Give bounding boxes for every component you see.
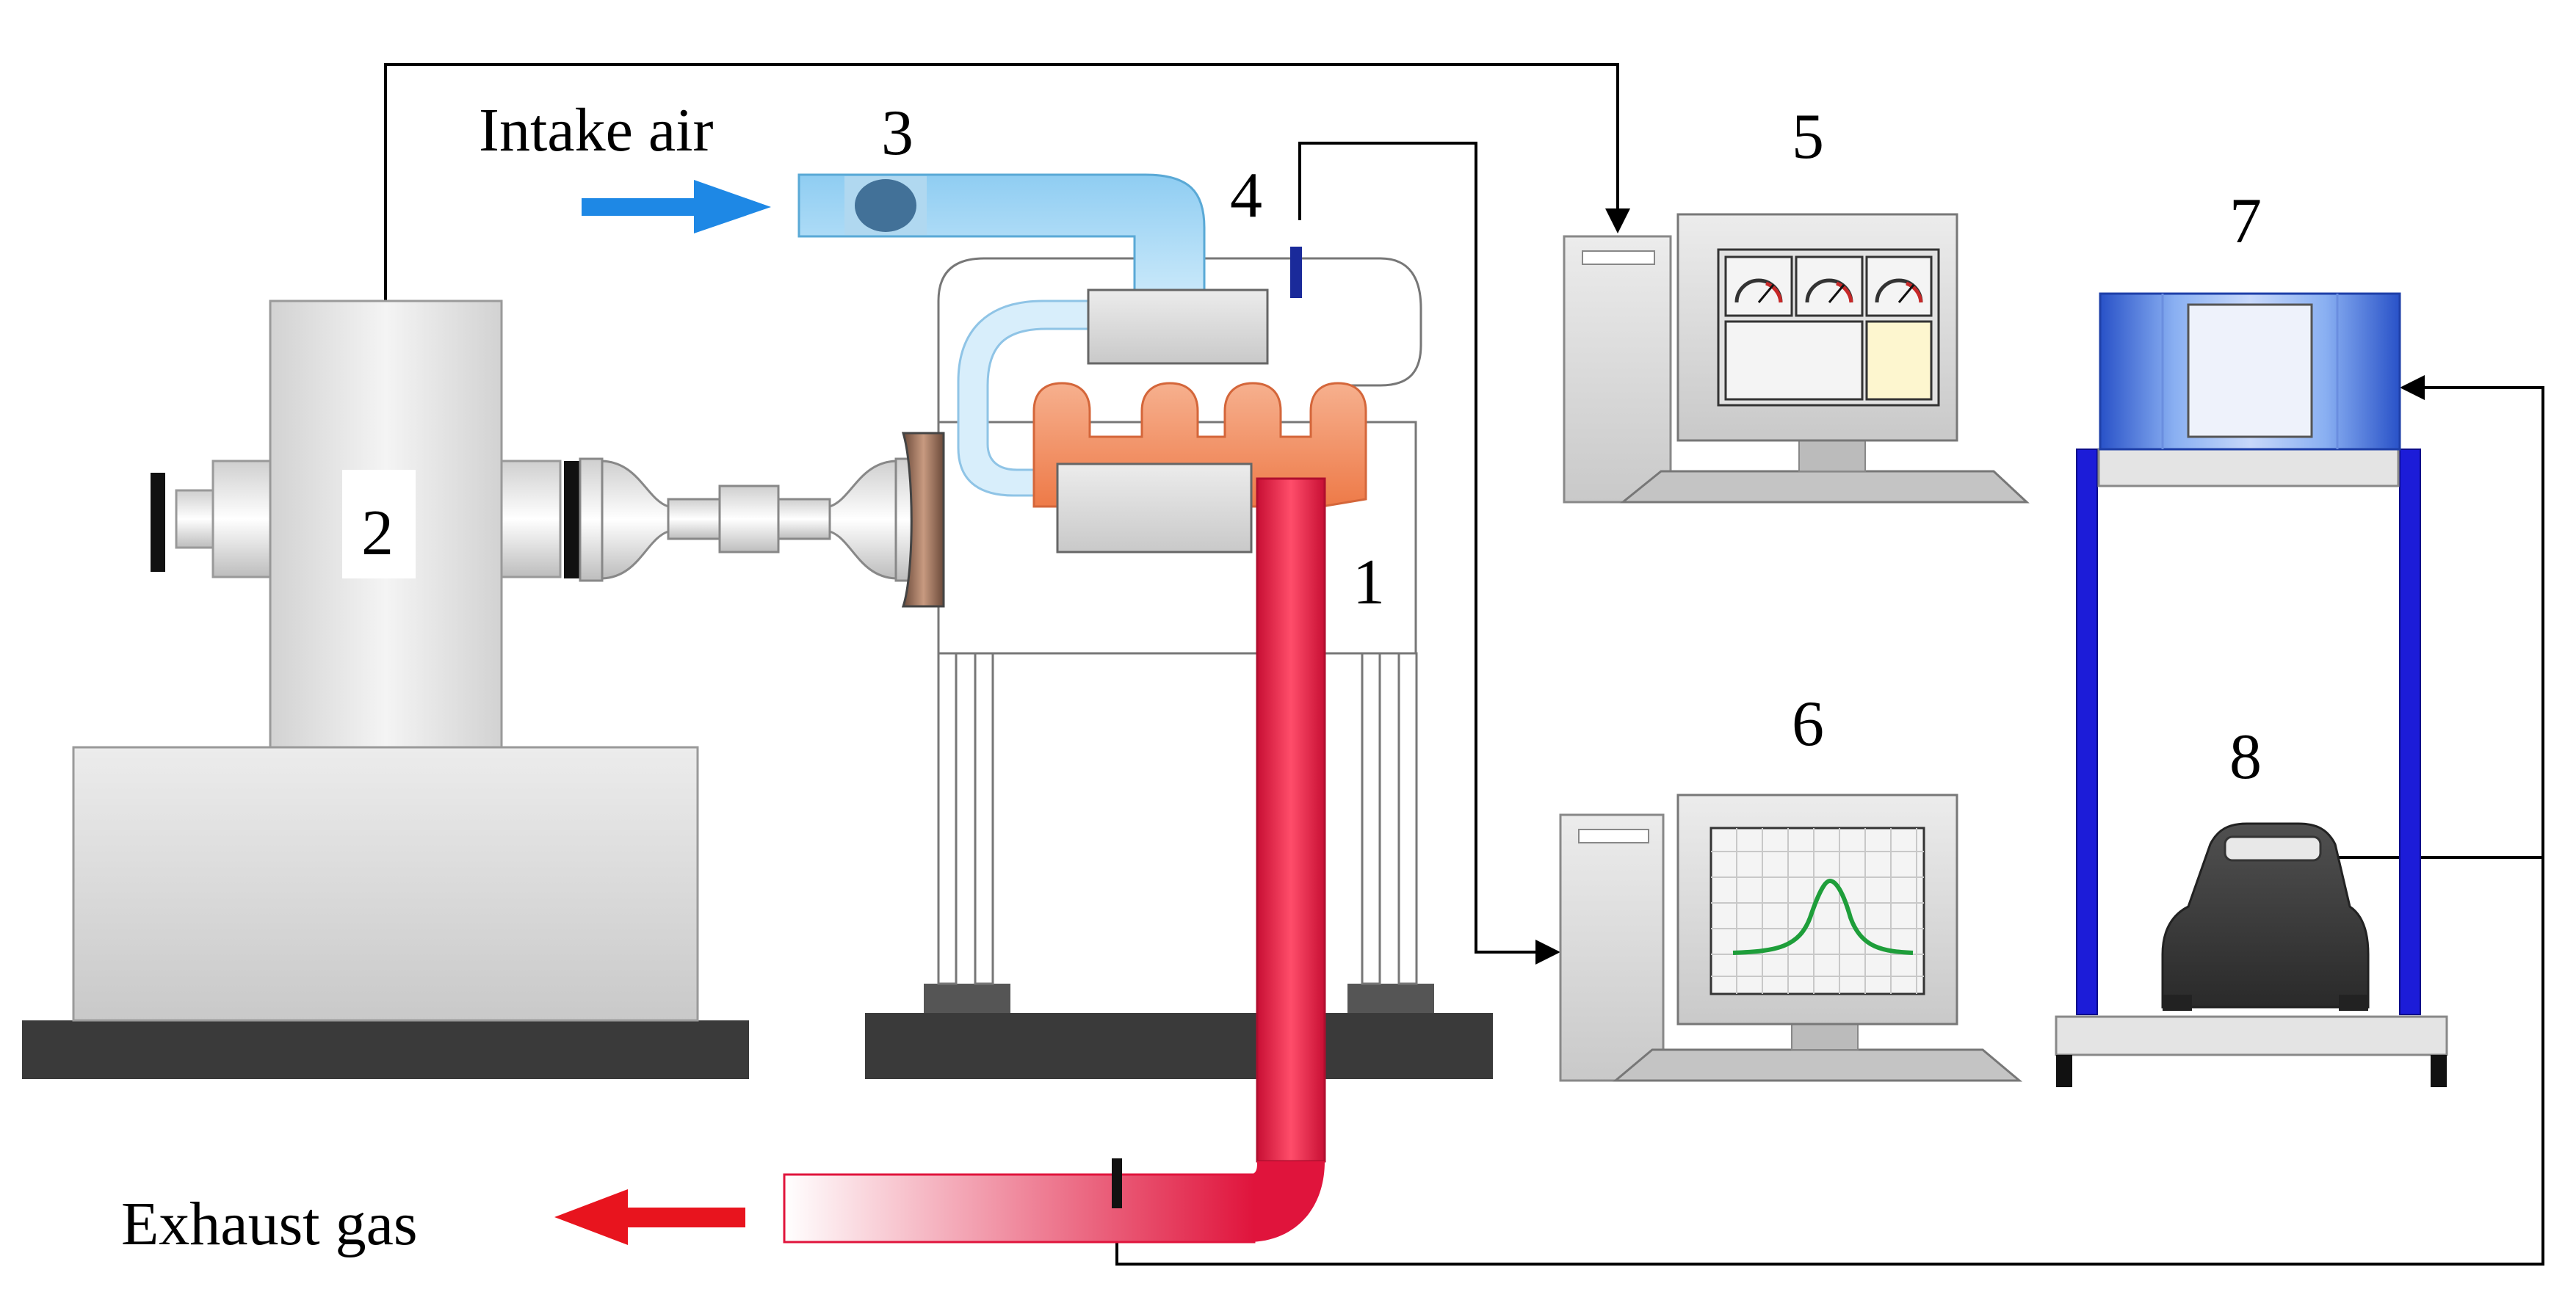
- drive-shaft: [564, 457, 918, 582]
- coupling-yoke-right: [828, 460, 897, 580]
- engine-hose-loop: [937, 257, 1422, 422]
- engine-leg-right-outer: [1397, 652, 1418, 985]
- arrow-to-computer-6-icon: [1535, 940, 1560, 965]
- signal-lines: [384, 63, 2544, 1266]
- computer-6-keyboard: [1612, 1048, 2023, 1082]
- dyno-left-cap: [151, 473, 165, 572]
- dyno-label-box: [342, 470, 416, 578]
- arrow-to-analyzer-7-icon: [2400, 375, 2425, 400]
- engine-foot-right: [1347, 984, 1434, 1013]
- frame-bottom-shelf: [2055, 1015, 2448, 1056]
- label-computer-5: 5: [1792, 101, 1824, 173]
- labels: Intake air Exhaust gas 1 2 3 4 5 6 7 8: [121, 96, 2262, 1258]
- gauge-panel: [1724, 255, 1933, 401]
- exhaust-pipe-bend: [1248, 1161, 1325, 1242]
- flywheel-flange: [901, 432, 945, 608]
- dyno-to-computer-5-line: [384, 63, 1619, 301]
- intake-air-label: Intake air: [479, 96, 713, 164]
- frame-post-left: [2076, 449, 2098, 1015]
- intake-system: [797, 173, 1302, 497]
- exhaust-probe: [1112, 1158, 1122, 1208]
- analyzer-7-display: [2187, 303, 2313, 438]
- frame-leg-right: [2431, 1055, 2447, 1087]
- shaft-center: [718, 484, 780, 553]
- label-computer-6: 6: [1792, 689, 1824, 760]
- computer-6: [1559, 794, 2023, 1082]
- computer-6-screen: [1710, 827, 1925, 995]
- dyno-base: [22, 1020, 749, 1079]
- engine-head: [1032, 288, 1367, 553]
- frame-leg-left: [2056, 1055, 2072, 1087]
- exhaust-pipe-vertical: [1256, 477, 1326, 1163]
- label-sensor-4: 4: [1230, 160, 1262, 231]
- device-8-handle: [2224, 835, 2322, 862]
- computer-5-keyboard: [1619, 470, 2030, 504]
- engine-leg-right-inner: [1361, 652, 1381, 985]
- label-engine-1: 1: [1353, 547, 1385, 618]
- frame-post-right: [2399, 449, 2421, 1015]
- engine-leg-left-outer: [937, 652, 958, 985]
- engine-leg-left-inner: [974, 652, 994, 985]
- dyno-left-hub: [211, 460, 272, 578]
- engine-base: [865, 1013, 1493, 1079]
- dynamometer: [22, 300, 749, 1079]
- coupling-yoke-left: [601, 460, 670, 580]
- gauge-icon: [1734, 278, 1923, 303]
- intake-arrow-icon: [582, 180, 771, 233]
- arrow-to-computer-5-icon: [1605, 208, 1630, 233]
- engine-foot-left: [924, 984, 1010, 1013]
- device-8-body: [2161, 822, 2370, 1009]
- waveform-icon: [1732, 878, 1914, 955]
- compressor-box: [1087, 288, 1269, 365]
- exhaust-pipe-horizontal: [783, 1173, 1256, 1244]
- label-intake-3: 3: [881, 98, 913, 169]
- sensor-4-to-computer-6-line: [1298, 142, 1542, 954]
- dyno-pedestal: [72, 746, 699, 1022]
- computer-5: [1563, 213, 2030, 504]
- computer-6-tower: [1559, 813, 1665, 1082]
- exhaust-pipe: [783, 477, 1326, 1244]
- dyno-right-hub: [500, 460, 562, 578]
- exhaust-arrow-icon: [554, 1189, 745, 1245]
- flow-arrows: [554, 180, 771, 1245]
- intake-bypass-tube: [957, 300, 1092, 497]
- analyzer-station: [2055, 292, 2448, 1087]
- label-analyzer-7: 7: [2229, 186, 2262, 257]
- intake-sensor-4: [1290, 247, 1302, 298]
- cylinder-block: [1056, 462, 1253, 553]
- label-device-8: 8: [2229, 722, 2262, 793]
- label-dynamometer-2: 2: [361, 498, 394, 569]
- dyno-left-shaft: [175, 489, 214, 549]
- exhaust-gas-label: Exhaust gas: [121, 1190, 418, 1258]
- computer-5-tower: [1563, 235, 1672, 504]
- frame-top-shelf: [2097, 448, 2400, 487]
